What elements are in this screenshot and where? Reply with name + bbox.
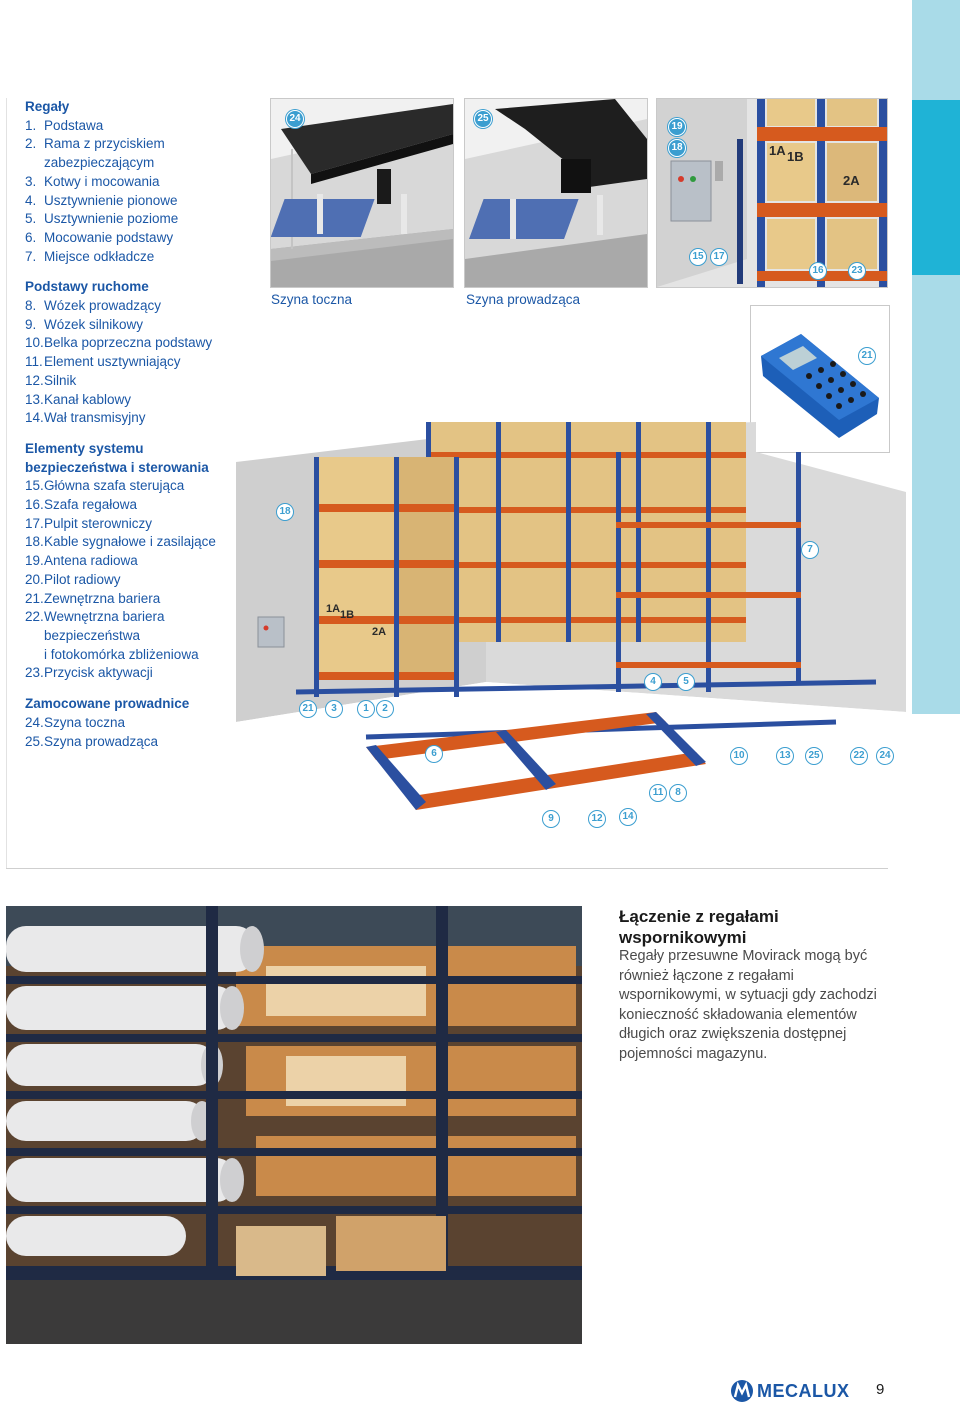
svg-text:2A: 2A (843, 173, 860, 188)
page-number: 9 (876, 1381, 885, 1398)
legend-item-cont: i fotokomórka zbliżeniowa (44, 646, 199, 662)
side-strip-white (912, 714, 960, 1404)
legend-item: 1.Podstawa (25, 117, 104, 133)
legend-item: 24.Szyna toczna (25, 714, 126, 730)
callout-badge: 4 (644, 673, 662, 691)
callout-badge: 9 (542, 810, 560, 828)
section-description: Regały przesuwne Movirack mogą być równi… (619, 948, 877, 1062)
guide-rail-illustration (464, 98, 648, 288)
callout-badge: 6 (425, 745, 443, 763)
legend-item: 12.Silnik (25, 372, 77, 388)
legend-item: 17.Pulpit sterowniczy (25, 515, 153, 531)
section-divider (6, 868, 888, 869)
callout-badge: 16 (809, 262, 827, 280)
callout-badge: 7 (801, 541, 819, 559)
legend-item: 6.Mocowanie podstawy (25, 229, 174, 245)
legend-item: 23.Przycisk aktywacji (25, 665, 153, 681)
callout-badge: 21 (299, 700, 317, 718)
callout-badge: 1 (357, 700, 375, 718)
callout-badge: 18 (668, 139, 686, 157)
legend-item: 10.Belka poprzeczna podstawy (25, 335, 213, 351)
rolling-rail-illustration (270, 98, 454, 288)
legend-item-cont: zabezpieczającym (44, 155, 155, 171)
caption-guide-rail: Szyna prowadząca (466, 292, 581, 307)
side-strip-accent (912, 100, 960, 275)
legend-section-podstawy: Podstawy ruchome 8.Wózek prowadzący 9.Wó… (25, 278, 245, 428)
cantilever-racking-photo (6, 906, 582, 1344)
legend-item: 16.Szafa regałowa (25, 497, 138, 513)
callout-badge: 14 (619, 808, 637, 826)
legend-item: 5.Usztywnienie poziome (25, 211, 179, 227)
legend-item: 15.Główna szafa sterująca (25, 478, 185, 494)
legend-item: 20.Pilot radiowy (25, 571, 121, 587)
legend-item: 4.Usztywnienie pionowe (25, 192, 178, 208)
legend-heading: Regały (25, 99, 70, 114)
caption-rolling-rail: Szyna toczna (271, 292, 353, 307)
mobile-racking-illustration: 1A 1B 2A (236, 392, 906, 832)
callout-badge: 17 (710, 248, 728, 266)
left-divider (6, 98, 7, 868)
svg-text:2A: 2A (372, 626, 386, 638)
callout-badge: 10 (730, 747, 748, 765)
legend-item: 9.Wózek silnikowy (25, 316, 144, 332)
brand-name: MECALUX (757, 1381, 850, 1401)
legend-item: 7.Miejsce odkładcze (25, 248, 155, 264)
legend-heading-cont: bezpieczeństwa i sterowania (25, 459, 209, 475)
callout-badge: 15 (689, 248, 707, 266)
legend-item: 2.Rama z przyciskiem (25, 136, 165, 152)
legend-section-elementy: Elementy systemu bezpieczeństwa i sterow… (25, 440, 245, 683)
callout-badge: 25 (474, 110, 492, 128)
callout-badge: 21 (858, 347, 876, 365)
callout-badge: 13 (776, 747, 794, 765)
legend-section-zamocowane: Zamocowane prowadnice 24.Szyna toczna 25… (25, 695, 245, 751)
legend-item: 25.Szyna prowadząca (25, 733, 159, 749)
callout-badge: 5 (677, 673, 695, 691)
callout-badge: 24 (876, 747, 894, 765)
callout-badge: 25 (805, 747, 823, 765)
section-title: Łączenie z regałami wspornikowymi (619, 907, 779, 947)
legend-heading: Zamocowane prowadnice (25, 696, 190, 712)
callout-badge: 22 (850, 747, 868, 765)
legend-item: 19.Antena radiowa (25, 553, 138, 569)
legend-item: 22.Wewnętrzna bariera (25, 609, 165, 625)
svg-text:1A: 1A (326, 603, 340, 615)
callout-badge: 3 (325, 700, 343, 718)
legend-item: 21.Zewnętrzna bariera (25, 590, 161, 606)
legend-item: 8.Wózek prowadzący (25, 298, 162, 314)
callout-badge: 18 (276, 503, 294, 521)
legend-item: 18.Kable sygnałowe i zasilające (25, 534, 216, 550)
callout-badge: 19 (668, 118, 686, 136)
radio-remote-illustration (750, 305, 890, 453)
callout-badge: 23 (848, 262, 866, 280)
svg-text:1B: 1B (787, 149, 804, 164)
legend-item: 14.Wał transmisyjny (25, 410, 146, 426)
legend-item: 13.Kanał kablowy (25, 391, 132, 407)
svg-text:1B: 1B (340, 609, 354, 621)
component-legend: Regały 1.Podstawa 2.Rama z przyciskiem z… (25, 98, 245, 763)
mecalux-logo-icon (730, 1378, 754, 1409)
callout-badge: 8 (669, 784, 687, 802)
legend-item-cont: bezpieczeństwa (44, 627, 141, 643)
legend-item: 11.Element usztywniający (25, 354, 181, 370)
svg-text:1A: 1A (769, 143, 786, 158)
legend-heading: Podstawy ruchome (25, 279, 149, 295)
callout-badge: 24 (286, 110, 304, 128)
callout-badge: 11 (649, 784, 667, 802)
callout-badge: 2 (376, 700, 394, 718)
legend-section-regaly: Regały 1.Podstawa 2.Rama z przyciskiem z… (25, 98, 245, 266)
legend-item: 3.Kotwy i mocowania (25, 173, 160, 189)
legend-heading: Elementy systemu (25, 440, 144, 456)
callout-badge: 12 (588, 810, 606, 828)
